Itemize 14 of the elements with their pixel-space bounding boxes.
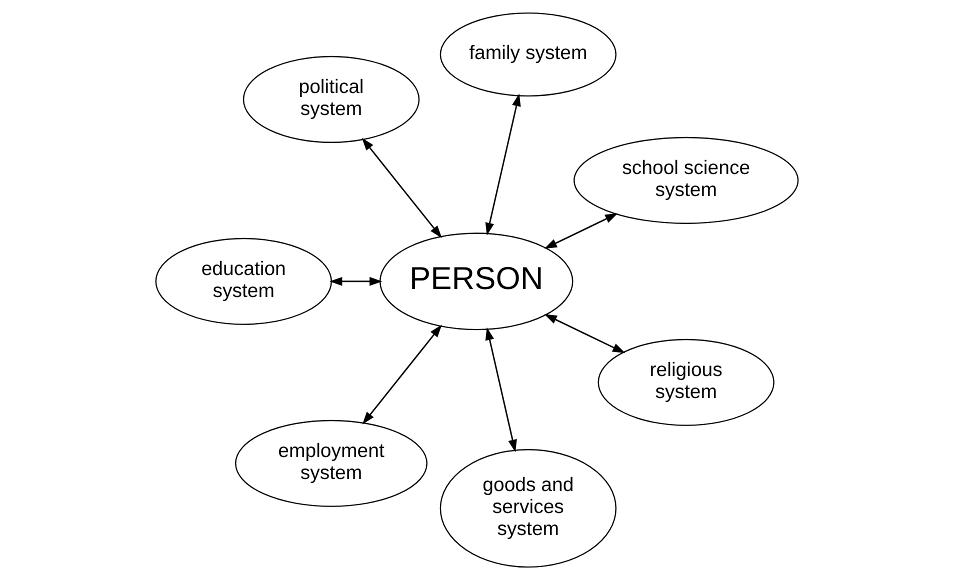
arrow bbox=[328, 276, 382, 286]
arrow bbox=[484, 327, 516, 452]
arrow bbox=[544, 213, 618, 249]
node-ellipse: employment system bbox=[234, 420, 428, 507]
node-ellipse: education system bbox=[154, 238, 332, 325]
arrow bbox=[544, 314, 625, 354]
arrow bbox=[362, 324, 442, 424]
node-ellipse: goods and services system bbox=[439, 449, 616, 568]
node-ellipse: political system bbox=[242, 56, 420, 143]
node-ellipse: family system bbox=[439, 12, 616, 97]
arrow bbox=[361, 138, 442, 238]
node-ellipse: PERSON bbox=[379, 232, 573, 330]
arrow bbox=[484, 94, 520, 236]
node-ellipse: religious system bbox=[597, 338, 774, 426]
